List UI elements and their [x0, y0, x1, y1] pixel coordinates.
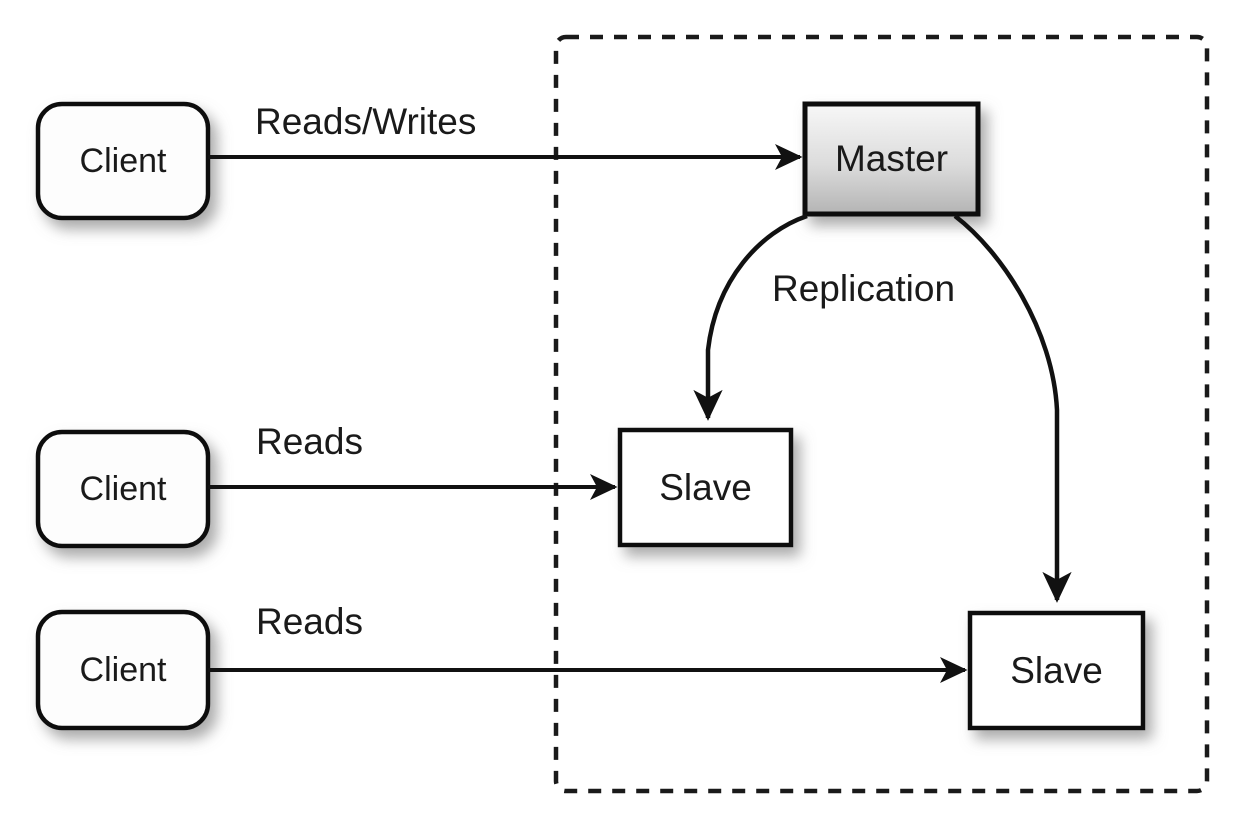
node-slave-1[interactable]: [617, 427, 794, 548]
node-client-2[interactable]: [35, 429, 211, 549]
edge-master-slave1: [693, 213, 808, 421]
edge-label-replication: Replication: [772, 268, 956, 309]
edge-label-reads-slave1: Reads: [256, 421, 363, 462]
cluster-boundary: [553, 34, 1210, 794]
edge-master-slave2: [953, 214, 1072, 603]
node-slave-2[interactable]: [967, 610, 1146, 731]
node-master[interactable]: [802, 101, 981, 217]
node-client-1[interactable]: [35, 101, 211, 221]
edge-label-reads-writes: Reads/Writes: [255, 101, 477, 142]
node-client-3[interactable]: [35, 609, 211, 731]
edge-label-reads-slave2: Reads: [256, 601, 363, 642]
